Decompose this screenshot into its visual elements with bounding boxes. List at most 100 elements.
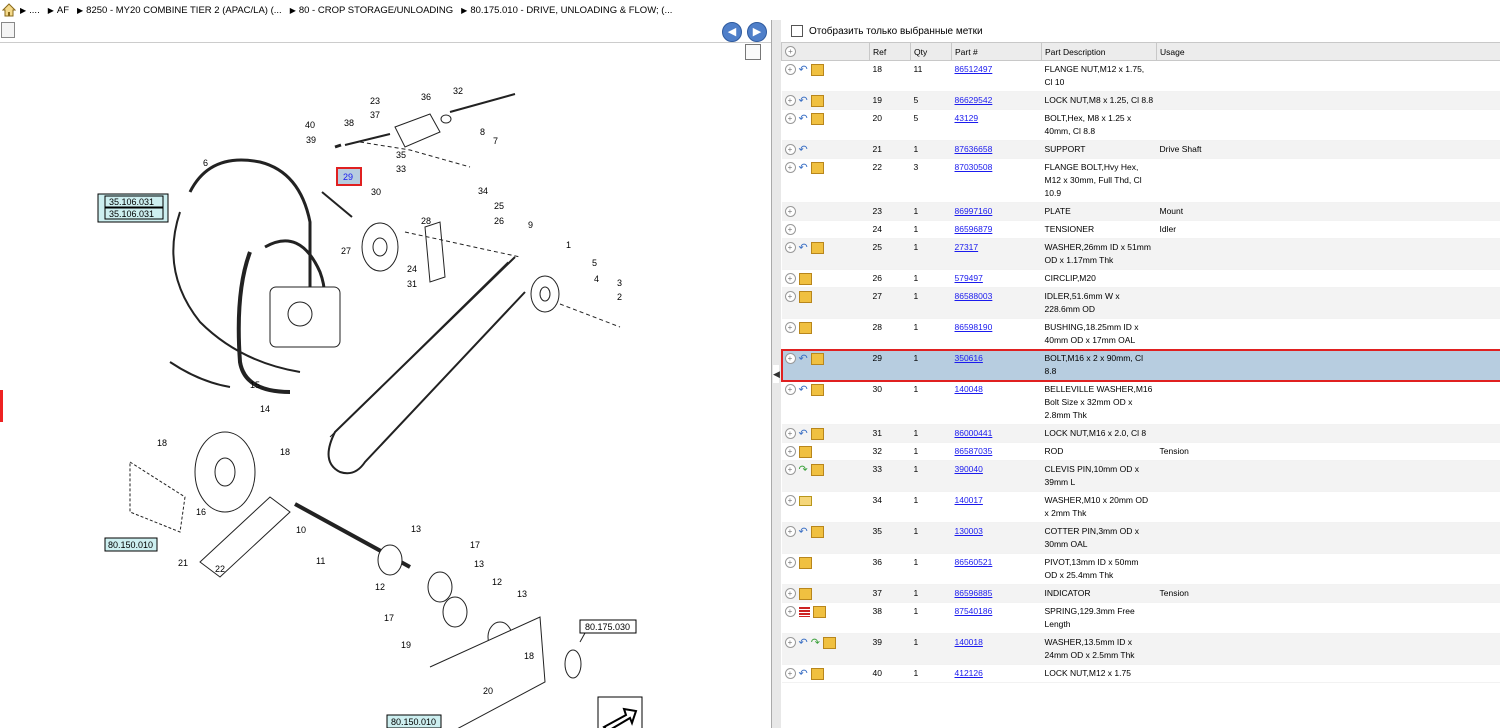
package-icon[interactable] <box>798 587 812 600</box>
breadcrumb-item-model[interactable]: 8250 - MY20 COMBINE TIER 2 (APAC/LA) (..… <box>86 4 282 16</box>
package-icon[interactable] <box>798 556 812 569</box>
add-to-cart-icon[interactable]: + <box>784 322 796 334</box>
package-icon[interactable] <box>810 383 824 396</box>
back-button[interactable]: ◀ <box>722 22 742 42</box>
home-icon[interactable] <box>2 3 16 17</box>
package-icon[interactable] <box>810 352 824 365</box>
drawing-scroll-button[interactable] <box>745 44 761 60</box>
package-icon[interactable] <box>810 94 824 107</box>
part-number-link[interactable]: 87540186 <box>954 606 993 616</box>
add-to-cart-icon[interactable]: + <box>784 273 796 285</box>
package-icon[interactable] <box>810 525 824 538</box>
part-number-link[interactable]: 140017 <box>954 495 983 505</box>
package-icon[interactable] <box>822 636 836 649</box>
part-number-link[interactable]: 86629542 <box>954 95 993 105</box>
forward-button[interactable]: ▶ <box>747 22 767 42</box>
col-usage[interactable]: Usage <box>1156 42 1500 61</box>
add-to-cart-icon[interactable]: + <box>784 668 796 680</box>
expand-all-header[interactable]: + <box>781 42 870 61</box>
part-number-link[interactable]: 86512497 <box>954 64 993 74</box>
add-to-cart-icon[interactable]: + <box>784 144 796 156</box>
revision-arrow-icon[interactable]: ↶ <box>798 161 808 174</box>
part-number-link[interactable]: 87030508 <box>954 162 993 172</box>
add-to-cart-icon[interactable]: + <box>784 464 796 476</box>
add-to-cart-icon[interactable]: + <box>784 526 796 538</box>
part-number-link[interactable]: 86596879 <box>954 224 993 234</box>
part-number-link[interactable]: 140048 <box>954 384 983 394</box>
revision-arrow-icon[interactable]: ↶ <box>798 667 808 680</box>
revision-arrow-icon[interactable]: ↶ <box>798 241 808 254</box>
part-number-link[interactable]: 86587035 <box>954 446 993 456</box>
revision-arrow-icon[interactable]: ↶ <box>798 63 808 76</box>
part-number-link[interactable]: 350616 <box>954 353 983 363</box>
part-number-link[interactable]: 579497 <box>954 273 983 283</box>
revision-arrow-icon[interactable]: ↶ <box>798 94 808 107</box>
part-number-link[interactable]: 130003 <box>954 526 983 536</box>
part-number-link[interactable]: 140018 <box>954 637 983 647</box>
part-number-link[interactable]: 86598190 <box>954 322 993 332</box>
expand-all-icon[interactable]: + <box>785 46 796 58</box>
add-to-cart-icon[interactable]: + <box>784 353 796 365</box>
add-to-cart-icon[interactable]: + <box>784 606 796 618</box>
revision-arrow-icon[interactable]: ↶ <box>798 525 808 538</box>
add-to-cart-icon[interactable]: + <box>784 588 796 600</box>
package-icon[interactable] <box>798 445 812 458</box>
package-icon[interactable] <box>810 241 824 254</box>
package-icon[interactable] <box>810 463 824 476</box>
add-to-cart-icon[interactable]: + <box>784 242 796 254</box>
add-to-cart-icon[interactable]: + <box>784 637 796 649</box>
breadcrumb-item-current[interactable]: 80.175.010 - DRIVE, UNLOADING & FLOW; (.… <box>470 4 673 16</box>
col-description[interactable]: Part Description <box>1041 42 1157 61</box>
add-to-cart-icon[interactable]: + <box>784 428 796 440</box>
add-to-cart-icon[interactable]: + <box>784 557 796 569</box>
revision-arrow-icon[interactable]: ↶ <box>798 427 808 440</box>
breadcrumb-item-section[interactable]: 80 - CROP STORAGE/UNLOADING <box>298 4 454 16</box>
package-icon[interactable] <box>798 272 812 285</box>
list-icon[interactable] <box>798 606 810 617</box>
add-to-cart-icon[interactable]: + <box>784 446 796 458</box>
package-icon[interactable] <box>812 605 826 618</box>
package-icon[interactable] <box>810 667 824 680</box>
green-arrow-icon[interactable]: ↷ <box>810 636 820 649</box>
add-to-cart-icon[interactable]: + <box>784 113 796 125</box>
part-number-link[interactable]: 390040 <box>954 464 983 474</box>
revision-arrow-icon[interactable]: ↶ <box>798 112 808 125</box>
package-icon[interactable] <box>810 427 824 440</box>
package-icon[interactable] <box>798 290 812 303</box>
revision-arrow-icon[interactable]: ↶ <box>798 352 808 365</box>
package-icon[interactable] <box>810 112 824 125</box>
package-icon[interactable] <box>798 321 812 334</box>
part-number-link[interactable]: 86000441 <box>954 428 993 438</box>
breadcrumb-item-ellipsis[interactable]: .... <box>29 4 40 16</box>
add-to-cart-icon[interactable]: + <box>784 495 796 507</box>
revision-arrow-icon[interactable]: ↶ <box>798 636 808 649</box>
part-number-link[interactable]: 412126 <box>954 668 983 678</box>
col-ref[interactable]: Ref <box>869 42 911 61</box>
col-part-number[interactable]: Part # <box>951 42 1042 61</box>
part-number-link[interactable]: 86588003 <box>954 291 993 301</box>
document-icon[interactable] <box>1 22 15 38</box>
add-to-cart-icon[interactable]: + <box>784 291 796 303</box>
revision-arrow-icon[interactable]: ↶ <box>798 143 808 156</box>
breadcrumb-item-af[interactable]: AF <box>56 4 70 16</box>
revision-arrow-icon[interactable]: ↶ <box>798 383 808 396</box>
